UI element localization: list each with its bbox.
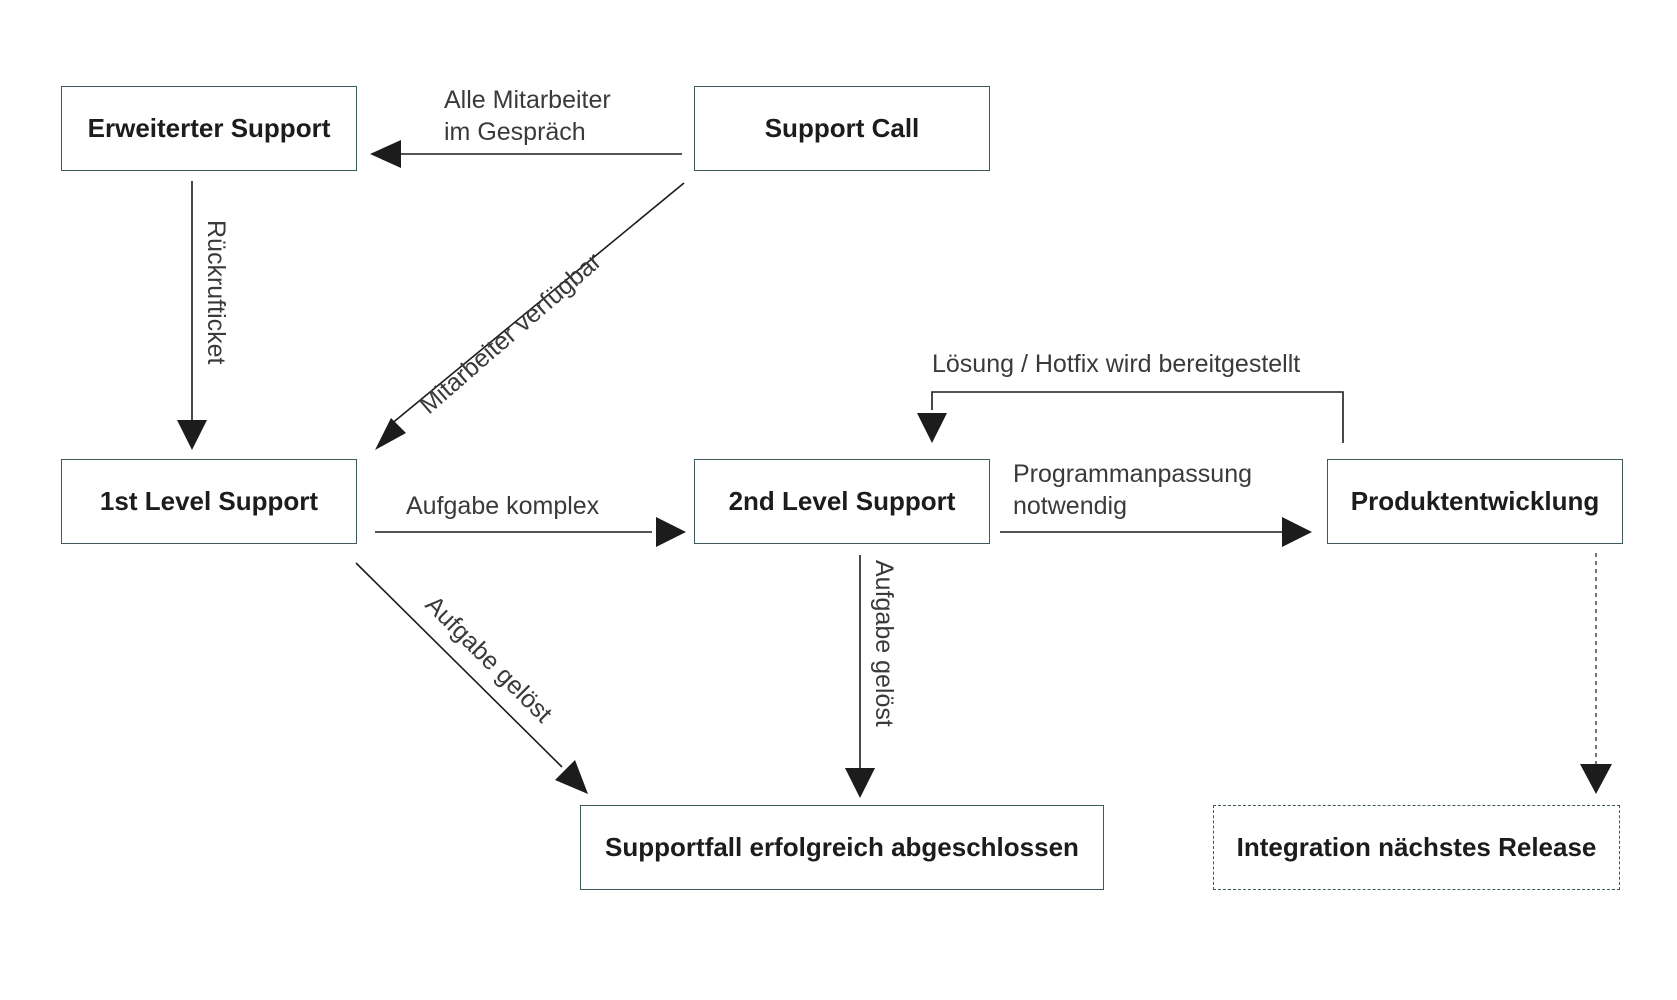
node-support-call: Support Call — [694, 86, 990, 171]
label-loesung-hotfix: Lösung / Hotfix wird bereitgestellt — [932, 350, 1301, 378]
arrow-call-to-first — [389, 182, 685, 426]
label-line: notwendig — [1013, 492, 1127, 520]
arrowhead-first-from-erweitert — [177, 420, 207, 450]
label-line: Programmanpassung — [1013, 460, 1253, 488]
arrowhead-erweitert — [370, 140, 401, 168]
label-alle-mitarbeiter: Alle Mitarbeiter im Gespräch — [444, 84, 611, 148]
node-label: Erweiterter Support — [87, 113, 331, 143]
arrowhead-second — [656, 517, 686, 547]
arrowhead-abgeschlossen-vert — [845, 768, 875, 798]
node-label: Support Call — [764, 113, 920, 143]
node-label: 1st Level Support — [99, 486, 319, 516]
node-integration-release: Integration nächstes Release — [1213, 805, 1620, 890]
node-label: 2nd Level Support — [728, 486, 956, 516]
label-aufgabe-geloest-vertical: Aufgabe gelöst — [870, 560, 898, 727]
arrowhead-integration — [1580, 764, 1612, 794]
arrowhead-produkt — [1282, 517, 1312, 547]
node-erweiterter-support: Erweiterter Support — [61, 86, 357, 171]
arrowhead-abgeschlossen-diag — [555, 760, 588, 794]
node-first-level-support: 1st Level Support — [61, 459, 357, 544]
label-programmanpassung: Programmanpassung notwendig — [1013, 458, 1252, 522]
node-label: Produktentwicklung — [1350, 486, 1600, 516]
label-line: im Gespräch — [444, 118, 586, 146]
node-label: Integration nächstes Release — [1236, 832, 1597, 862]
label-line: Alle Mitarbeiter — [444, 86, 611, 114]
arrow-produkt-to-second — [931, 391, 1344, 443]
node-label: Supportfall erfolgreich abgeschlossen — [605, 832, 1079, 862]
arrow-first-to-abgeschlossen — [355, 562, 563, 768]
label-rueckrufticket: Rückrufticket — [202, 220, 230, 365]
arrowhead-second-from-produkt — [917, 413, 947, 443]
label-aufgabe-komplex: Aufgabe komplex — [406, 492, 600, 520]
node-supportfall-abgeschlossen: Supportfall erfolgreich abgeschlossen — [580, 805, 1104, 890]
node-second-level-support: 2nd Level Support — [694, 459, 990, 544]
node-produktentwicklung: Produktentwicklung — [1327, 459, 1623, 544]
arrowhead-first-from-call — [375, 418, 406, 450]
